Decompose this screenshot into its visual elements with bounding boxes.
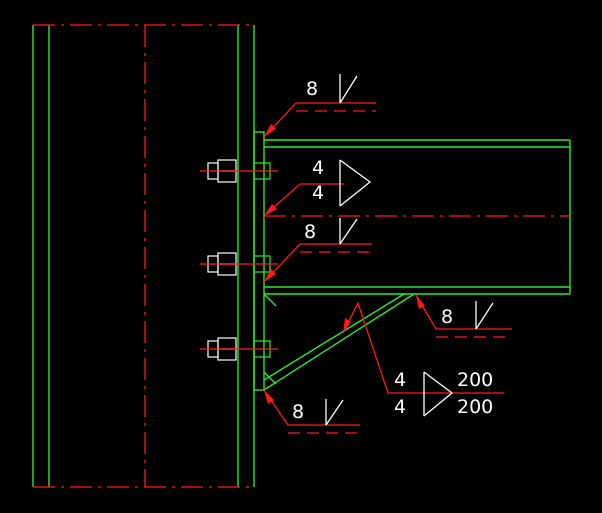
weld-size-label: 8	[304, 221, 316, 243]
weld-size-top-label: 4	[312, 157, 324, 179]
bolt-1	[200, 159, 278, 183]
weld-symbol-top-flange: 8	[263, 74, 376, 138]
arrow-head	[264, 204, 277, 216]
weld-size-bottom-label: 4	[312, 182, 324, 204]
weld-size-label: 8	[441, 306, 453, 328]
brace-edge-lower	[263, 293, 415, 391]
leader-line	[415, 294, 512, 330]
weld-size-bottom-label: 4	[394, 396, 406, 418]
double-fillet-symbol	[339, 159, 372, 207]
weld-symbol-brace: 4 4 200 200	[342, 301, 504, 418]
column	[32, 24, 255, 488]
leader-line	[263, 102, 376, 138]
weld-size-top-label: 4	[394, 369, 406, 391]
bolt-2	[200, 252, 278, 276]
weld-length-top-label: 200	[457, 369, 493, 391]
weld-size-label: 8	[292, 401, 304, 423]
leader-line	[263, 183, 344, 217]
beam-stiffener-corner	[263, 293, 277, 307]
beam	[263, 139, 571, 307]
brace	[263, 293, 415, 391]
arrow-head	[343, 318, 351, 333]
arrow-head	[264, 390, 274, 404]
weld-length-bottom-label: 200	[457, 396, 493, 418]
weld-symbol-web: 4 4	[263, 157, 372, 217]
fillet-symbol-diagonal	[339, 75, 358, 104]
weld-symbol-brace-top: 8	[415, 294, 512, 338]
leader-line	[342, 301, 504, 394]
leader-line	[263, 389, 360, 426]
brace-gusset-corner	[263, 371, 277, 385]
fillet-symbol-diagonal	[325, 399, 344, 426]
arrow-head	[264, 124, 276, 137]
arrow-head	[416, 295, 425, 309]
weld-symbol-bottom-flange: 8	[263, 218, 372, 283]
leader-line	[263, 243, 372, 283]
bolt-3	[200, 337, 278, 361]
fillet-symbol-diagonal	[475, 302, 494, 330]
weld-size-label: 8	[306, 78, 318, 100]
arrow-head	[264, 269, 276, 282]
brace-edge-upper	[263, 293, 405, 381]
fillet-symbol-diagonal	[339, 218, 358, 245]
weld-symbol-stiffener: 8	[263, 389, 360, 434]
double-fillet-symbol	[423, 371, 454, 417]
